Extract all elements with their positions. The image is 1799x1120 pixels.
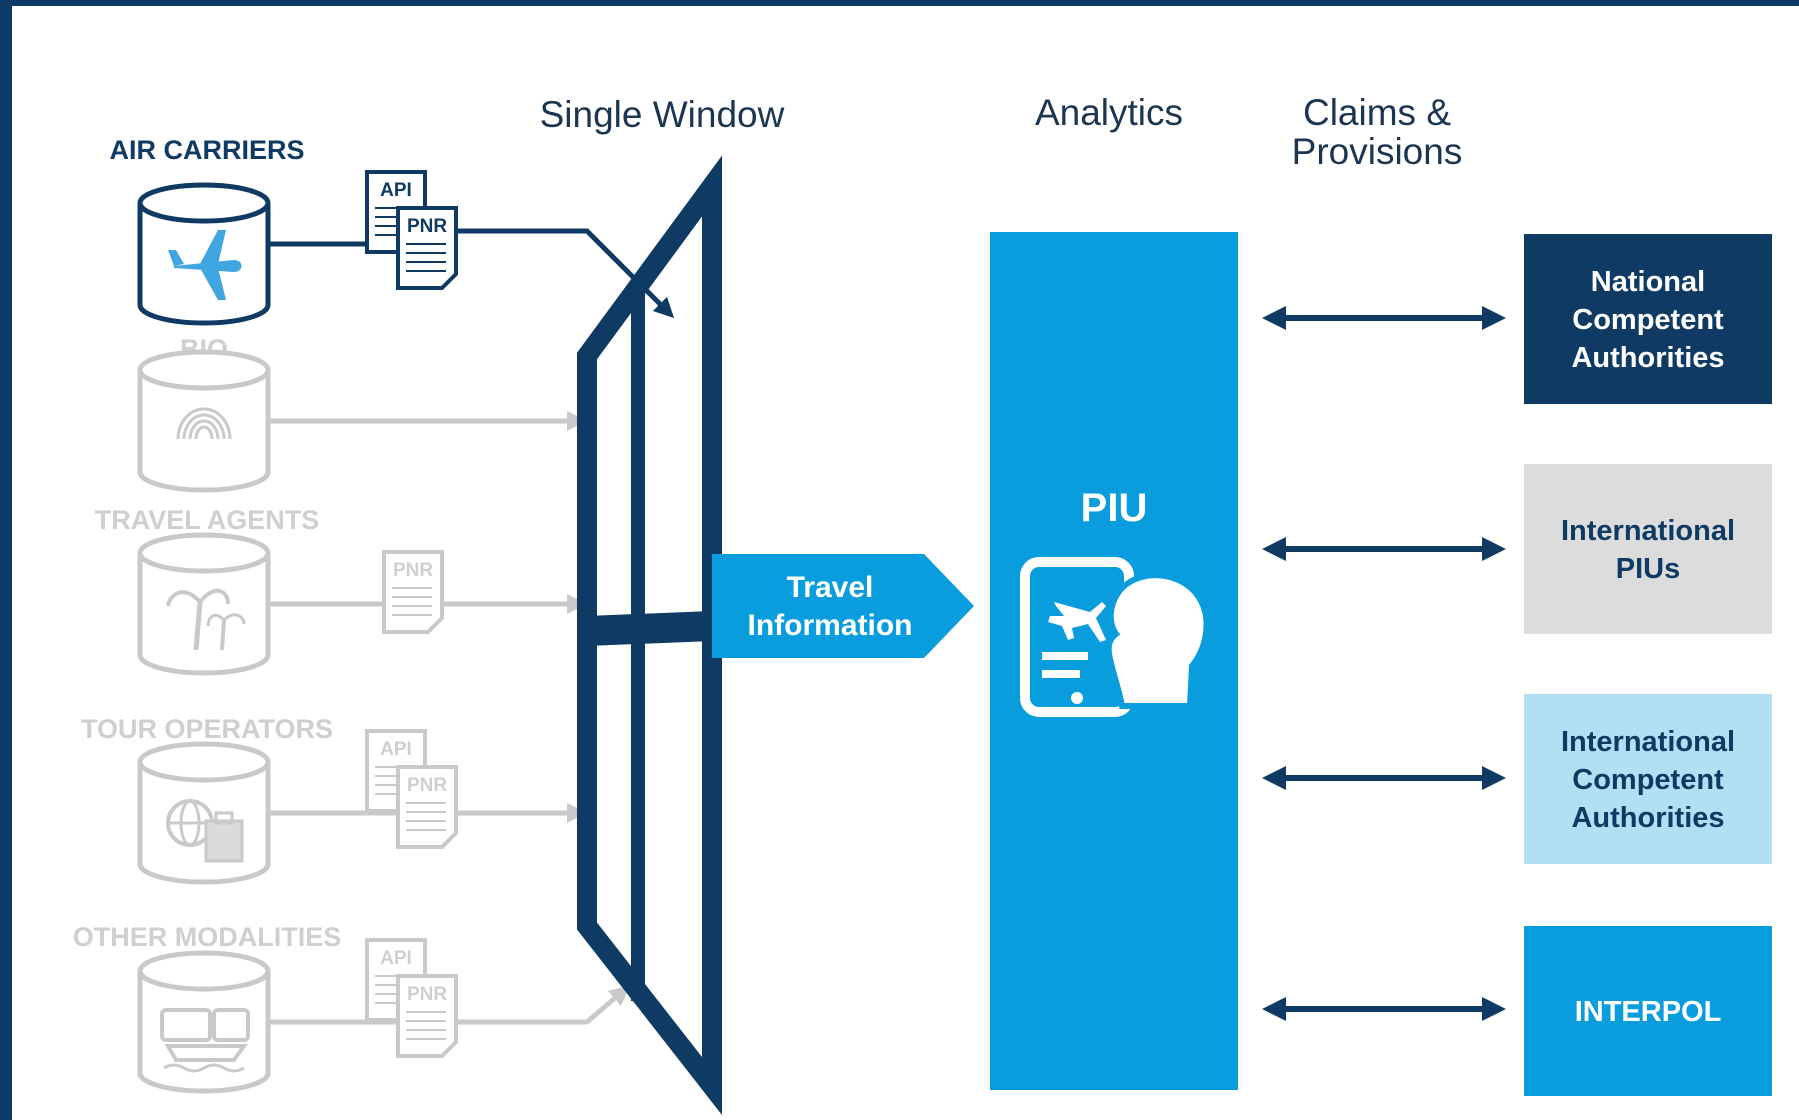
header-single-window: Single Window <box>540 94 785 135</box>
destination-label: Authorities <box>1571 342 1724 374</box>
destination-label: PIUs <box>1616 553 1680 585</box>
header-claims-line1: Claims & <box>1303 92 1451 133</box>
source-label: OTHER MODALITIES <box>73 922 342 952</box>
database-cylinder-icon <box>137 532 271 676</box>
header-analytics: Analytics <box>1035 92 1183 133</box>
source-label: TOUR OPERATORS <box>81 714 333 744</box>
destination-label: Competent <box>1572 764 1724 796</box>
air-carriers-connector <box>457 228 675 319</box>
database-cylinder-icon <box>137 950 271 1094</box>
destination-box <box>1524 464 1772 634</box>
pnr-document-icon: PNR <box>396 974 458 1058</box>
source-label: AIR CARRIERS <box>109 135 304 165</box>
document-label: PNR <box>407 984 447 1005</box>
fingerprint-icon <box>176 407 232 440</box>
travel-info-line1: Travel <box>787 571 874 604</box>
pnr-document-icon: PNR <box>396 765 458 849</box>
source-row-travel-agents: TRAVEL AGENTS PNR <box>95 505 587 676</box>
piu-label: PIU <box>1081 486 1148 530</box>
piu-column: PIU <box>990 232 1238 1090</box>
diagram-canvas: Single Window Analytics Claims & Provisi… <box>12 6 1799 1120</box>
palm-tree-icon <box>166 589 246 651</box>
destination-label: International <box>1561 726 1735 758</box>
document-label: PNR <box>407 775 447 796</box>
document-label: API <box>380 948 412 969</box>
destination-label: INTERPOL <box>1575 996 1722 1028</box>
source-row-tour-operators: TOUR OPERATORS API PNR <box>81 714 587 885</box>
destination-box <box>1524 694 1772 864</box>
airplane-icon <box>168 230 242 300</box>
destinations-column: NationalCompetentAuthoritiesInternationa… <box>1262 234 1772 1096</box>
travel-info-line2: Information <box>748 609 913 642</box>
destination-box <box>1524 926 1772 1096</box>
document-label: PNR <box>393 560 433 581</box>
source-row-air-carriers: AIR CARRIERS API PNR <box>109 135 458 326</box>
database-cylinder-icon <box>137 741 271 885</box>
travel-information-arrow: Travel Information <box>712 554 974 658</box>
destination-label: International <box>1561 515 1735 547</box>
destination-box <box>1524 234 1772 404</box>
destination-4: INTERPOL <box>1262 926 1772 1096</box>
header-claims-line2: Provisions <box>1292 131 1463 172</box>
document-label: PNR <box>407 216 447 237</box>
document-label: API <box>380 180 412 201</box>
database-cylinder-icon <box>137 349 271 493</box>
globe-luggage-icon <box>166 799 244 863</box>
database-cylinder-icon <box>137 182 271 326</box>
bus-ship-icon <box>160 1008 250 1073</box>
source-row-other-modalities: OTHER MODALITIES API PNR <box>73 922 630 1094</box>
document-label: API <box>380 739 412 760</box>
destination-label: Competent <box>1572 304 1724 336</box>
tablet-person-icon <box>1020 557 1210 717</box>
pnr-document-icon: PNR <box>382 550 444 634</box>
destination-label: National <box>1591 266 1705 298</box>
pnr-document-icon: PNR <box>396 206 458 290</box>
source-row-bio: BIO <box>137 334 587 493</box>
destination-label: Authorities <box>1571 802 1724 834</box>
diagram-svg: Single Window Analytics Claims & Provisi… <box>73 92 1772 1116</box>
source-label: TRAVEL AGENTS <box>95 505 320 535</box>
single-window-icon <box>577 155 722 1116</box>
